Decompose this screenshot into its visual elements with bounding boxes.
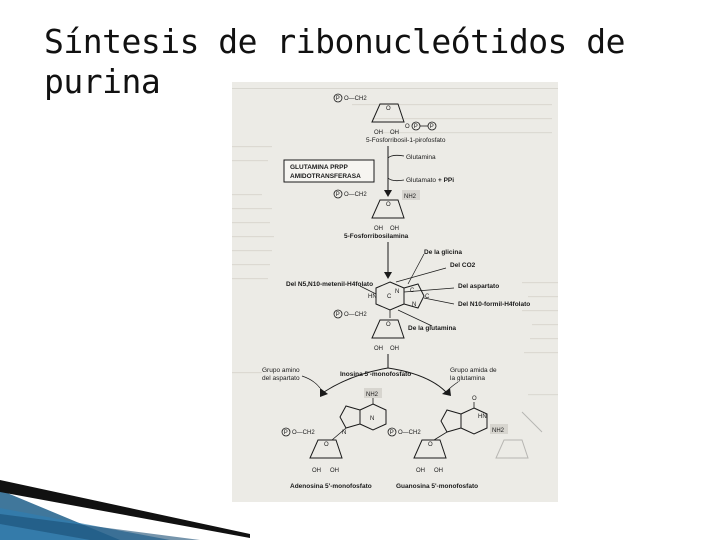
svg-text:O: O [386, 322, 391, 328]
svg-text:P: P [390, 430, 394, 436]
gmp-label: Guanosina 5'-monofosfato [396, 483, 478, 490]
svg-text:NH2: NH2 [366, 392, 379, 398]
svg-text:OH: OH [416, 468, 425, 474]
svg-text:N: N [412, 302, 416, 308]
svg-text:HN: HN [368, 294, 377, 300]
svg-text:O: O [405, 124, 410, 130]
svg-text:OH: OH [390, 130, 399, 136]
svg-text:GLUTAMINA PRPP: GLUTAMINA PRPP [290, 164, 348, 171]
svg-text:N: N [342, 430, 346, 436]
corner-decoration [0, 480, 250, 540]
svg-text:AMIDOTRANSFERASA: AMIDOTRANSFERASA [290, 173, 361, 180]
svg-text:OH: OH [390, 346, 399, 352]
svg-text:O: O [386, 202, 391, 208]
svg-text:P: P [284, 430, 288, 436]
background-text-lines [232, 88, 558, 396]
prpp-molecule: P O—CH2 O O P P OH OH [333, 93, 437, 136]
phosphoribosylamine-label: 5-Fosforribosilamina [344, 233, 409, 240]
svg-text:C: C [387, 294, 392, 300]
slide-title: Síntesis de ribonucleótidos de purina [44, 22, 626, 101]
amide-glutamine-line2: la glutamina [450, 375, 485, 382]
svg-text:OH: OH [434, 468, 443, 474]
glutamate-label: Glutamato [406, 177, 436, 184]
svg-text:N: N [370, 416, 374, 422]
svg-text:P: P [336, 312, 340, 318]
svg-text:O—CH2: O—CH2 [344, 96, 367, 102]
imp-label: Inosina 5'-monofosfato [340, 371, 411, 378]
svg-text:NH2: NH2 [492, 428, 505, 434]
source-methenyl-thf: Del N5,N10-metenil-H4folato [286, 281, 373, 288]
svg-text:OH: OH [390, 226, 399, 232]
glutamine-label: Glutamina [406, 154, 436, 161]
svg-text:OH: OH [374, 346, 383, 352]
phosphoribosylamine-molecule: P O—CH2 O NH2 OH OH [333, 189, 420, 232]
svg-text:O—CH2: O—CH2 [344, 192, 367, 198]
svg-text:O—CH2: O—CH2 [344, 312, 367, 318]
svg-text:OH: OH [374, 226, 383, 232]
svg-text:P: P [336, 96, 340, 102]
svg-text:O: O [324, 442, 329, 448]
amp-molecule: NH2 N N P O—CH2 O OH OH [281, 388, 387, 474]
gmp-molecule: O HN NH2 P O—CH2 O OH OH [387, 396, 508, 474]
enzyme-box: GLUTAMINA PRPP AMIDOTRANSFERASA [283, 159, 375, 183]
source-formyl-thf: Del N10-formil-H4folato [458, 301, 530, 308]
svg-text:OH: OH [330, 468, 339, 474]
svg-text:P: P [336, 192, 340, 198]
amide-glutamine-line1: Grupo amida de [450, 367, 497, 374]
svg-text:HN: HN [478, 414, 487, 420]
source-aspartate: Del aspartato [458, 283, 499, 290]
svg-text:OH: OH [312, 468, 321, 474]
ghost-structure [495, 411, 543, 459]
svg-text:O: O [428, 442, 433, 448]
svg-text:O: O [386, 106, 391, 112]
svg-text:O: O [472, 396, 477, 402]
purine-ring-origins: C N HN C C N [359, 253, 455, 327]
prpp-label: 5-Fosforribosil-1-pirofosfato [366, 137, 446, 144]
svg-text:NH2: NH2 [404, 194, 417, 200]
svg-text:N: N [395, 289, 399, 295]
source-glutamine: De la glutamina [408, 325, 456, 332]
source-glycine: De la glicina [424, 249, 462, 256]
amp-label: Adenosina 5'-monofosfato [290, 483, 372, 490]
source-co2: Del CO2 [450, 262, 476, 269]
amino-aspartate-line2: del aspartato [262, 375, 300, 382]
svg-text:C: C [425, 294, 430, 300]
imp-molecule: P O—CH2 O OH OH [333, 309, 405, 352]
svg-text:OH: OH [374, 130, 383, 136]
svg-text:O—CH2: O—CH2 [398, 430, 421, 436]
svg-text:P: P [430, 124, 434, 130]
ppi-label: + PPi [438, 177, 454, 184]
svg-text:O—CH2: O—CH2 [292, 430, 315, 436]
purine-synthesis-figure: P O—CH2 O O P P OH OH 5-Fosforribosil-1-… [232, 82, 558, 502]
svg-text:P: P [414, 124, 418, 130]
amino-aspartate-line1: Grupo amino [262, 367, 300, 374]
